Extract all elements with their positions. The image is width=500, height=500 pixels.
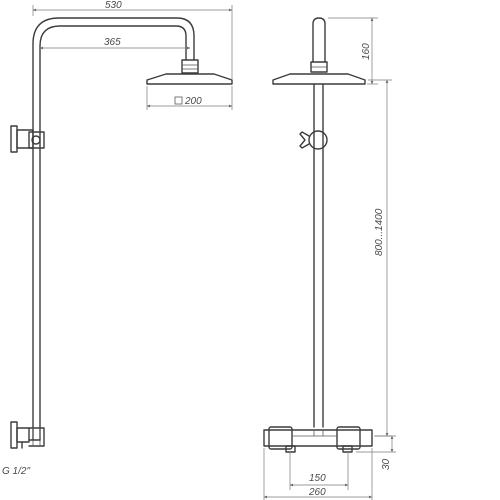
side-riser-pipe-inner — [39, 25, 187, 441]
dim-label-800-1400: 800...1400 — [374, 208, 385, 256]
dim-200: 200 — [146, 86, 233, 110]
dim-label-150: 150 — [309, 473, 326, 484]
dim-label-30: 30 — [381, 458, 392, 470]
dim-365: 365 — [39, 37, 191, 50]
front-riser-top — [312, 17, 326, 63]
dim-160: 160 — [328, 17, 378, 85]
dim-label-365: 365 — [104, 37, 121, 48]
front-view: 160 800...1400 30 150 260 — [263, 17, 396, 500]
front-sliding-bracket — [299, 130, 328, 150]
dim-label-200: 200 — [184, 96, 202, 107]
dim-label-530: 530 — [105, 0, 122, 11]
side-riser-pipe — [32, 17, 195, 441]
dim-800-1400: 800...1400 — [368, 79, 392, 437]
front-mixer — [263, 426, 373, 453]
side-lower-wall-connection — [10, 421, 45, 449]
square-symbol-icon — [174, 96, 183, 105]
side-head-connector — [181, 59, 199, 74]
side-view: 530 365 200 G 1/2" — [2, 0, 233, 477]
thread-label: G 1/2" — [2, 466, 30, 477]
side-shower-head — [146, 73, 233, 85]
dim-label-260: 260 — [308, 487, 326, 498]
side-upper-wall-bracket — [10, 125, 45, 153]
dim-530: 530 — [32, 0, 233, 80]
dim-260: 260 — [263, 448, 373, 500]
front-shower-head — [272, 73, 366, 85]
dim-30: 30 — [356, 435, 396, 470]
dim-label-160: 160 — [361, 43, 372, 60]
dim-150: 150 — [289, 452, 349, 490]
